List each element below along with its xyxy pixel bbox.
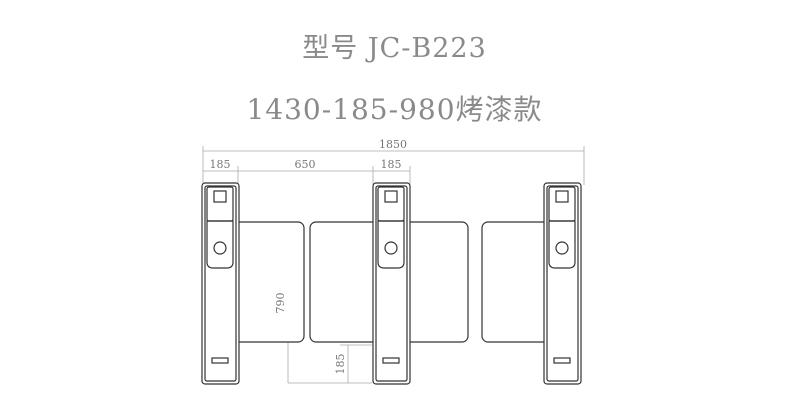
model-title: 型号 JC-B223 — [302, 33, 487, 64]
dim-gate-height: 790 — [274, 293, 287, 314]
dim-overall-width: 1850 — [379, 138, 407, 151]
post-right — [543, 182, 582, 385]
gate-flaps — [224, 221, 563, 343]
dim-post-left: 185 — [210, 158, 231, 171]
spec-title: 1430-185-980烤漆款 — [246, 93, 543, 126]
post-left — [201, 182, 240, 385]
dim-bottom-clearance: 185 — [334, 354, 347, 375]
post-middle — [372, 182, 411, 385]
dim-passage: 650 — [295, 158, 316, 171]
dim-post-middle: 185 — [381, 158, 402, 171]
